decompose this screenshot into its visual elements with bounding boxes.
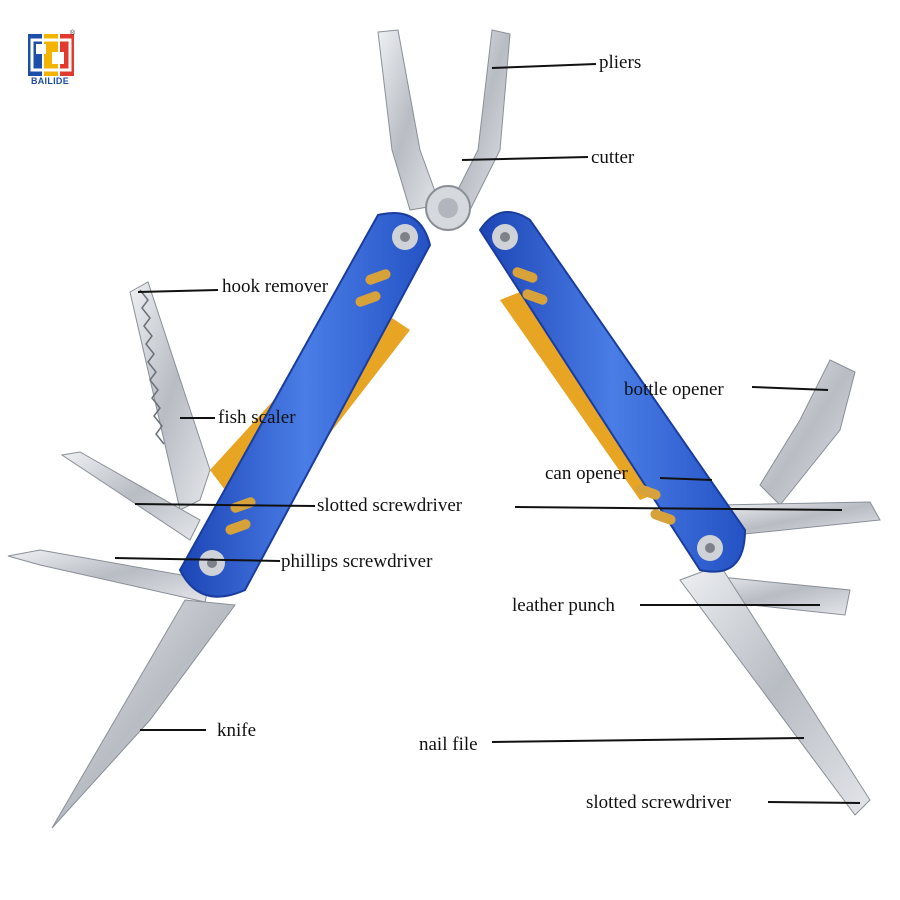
label-cutter: cutter — [591, 147, 635, 168]
label-slotted-screwdriver-top: slotted screwdriver — [317, 495, 463, 516]
brand-name: BAILIDE — [30, 76, 70, 86]
brand-logo-icon — [28, 34, 74, 76]
phillips-screwdriver-left — [7, 549, 211, 603]
label-slotted-screwdriver-bottom: slotted screwdriver — [586, 792, 732, 813]
pliers-jaw-left — [377, 29, 441, 211]
leader-lines — [114, 63, 861, 804]
label-bottle-opener: bottle opener — [624, 379, 724, 400]
knife-blade — [51, 599, 236, 829]
label-can-opener: can opener — [545, 463, 628, 484]
label-pliers: pliers — [599, 52, 642, 73]
bottle-opener-tool — [759, 359, 856, 506]
label-fish-scaler: fish scaler — [218, 407, 296, 428]
hook-remover-saw — [129, 281, 211, 511]
label-phillips-screwdriver: phillips screwdriver — [281, 551, 433, 572]
registered-mark: ® — [70, 30, 76, 37]
handle-left-blue — [178, 212, 432, 598]
pliers-jaw-right — [449, 29, 511, 211]
label-knife: knife — [217, 720, 257, 741]
label-nail-file: nail file — [419, 734, 478, 755]
label-hook-remover: hook remover — [222, 276, 329, 297]
slotted-screwdriver-left — [60, 451, 201, 541]
label-leather-punch: leather punch — [512, 595, 615, 616]
